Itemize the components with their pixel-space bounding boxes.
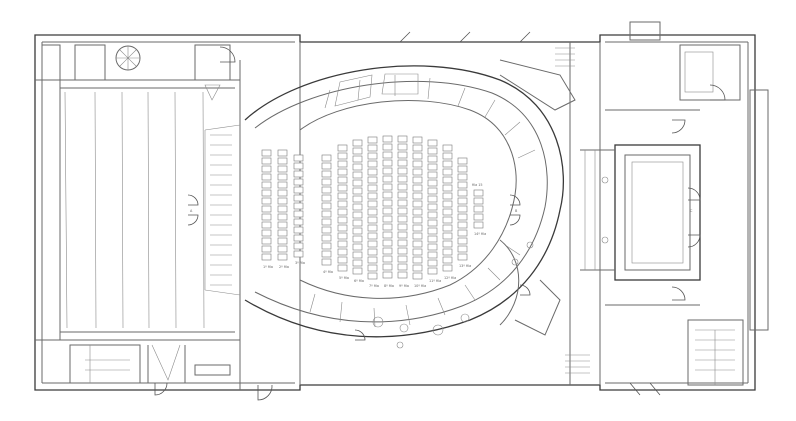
seat-column — [337, 144, 348, 272]
seating-block — [261, 135, 484, 280]
row-label: 10º fila — [414, 284, 426, 288]
stage-area — [60, 87, 241, 333]
wing-label: B — [515, 209, 518, 213]
row-label: 3º fila — [295, 261, 305, 265]
wing-label: C — [690, 209, 693, 213]
side-stairs — [499, 47, 590, 374]
outer-walls — [34, 34, 756, 391]
seat-column — [352, 139, 363, 275]
row-label: 13º fila — [459, 264, 471, 268]
row-label: 7º fila — [369, 284, 379, 288]
row-label: 4º fila — [323, 270, 333, 274]
side-label: fila 15 — [472, 183, 483, 187]
seat-column — [427, 139, 438, 275]
row-label: 1º fila — [263, 265, 273, 269]
bottom-left-rooms — [69, 344, 273, 401]
seat-column — [412, 136, 423, 280]
top-right-rooms — [629, 21, 741, 248]
seat-column — [367, 136, 378, 280]
wing-labels: A B C fila 15 — [190, 183, 693, 213]
top-left-rooms — [41, 44, 236, 101]
row-label: 12º fila — [444, 276, 456, 280]
lower-foyer — [354, 239, 561, 349]
entrance-doors — [187, 31, 531, 226]
seat-column — [457, 157, 468, 261]
wing-label: A — [190, 209, 193, 213]
seat-column — [442, 144, 453, 272]
row-label: 2º fila — [279, 265, 289, 269]
bottom-right-stair — [629, 89, 769, 396]
seat-column — [261, 149, 272, 261]
seat-column — [293, 154, 304, 258]
seat-column — [397, 135, 408, 279]
row-label: 8º fila — [384, 284, 394, 288]
row-label: 11º fila — [429, 279, 441, 283]
seat-column — [321, 154, 332, 266]
row-label: 14º fila — [474, 232, 486, 236]
seat-column — [277, 149, 288, 261]
row-label: 9º fila — [399, 284, 409, 288]
row-label: 6º fila — [354, 279, 364, 283]
entry-hall — [580, 109, 701, 306]
row-label: 5º fila — [339, 276, 349, 280]
row-labels: 1º fila 2º fila 3º fila 4º fila 5º fila … — [263, 232, 486, 288]
seat-column — [473, 189, 484, 229]
seat-column — [382, 135, 393, 279]
